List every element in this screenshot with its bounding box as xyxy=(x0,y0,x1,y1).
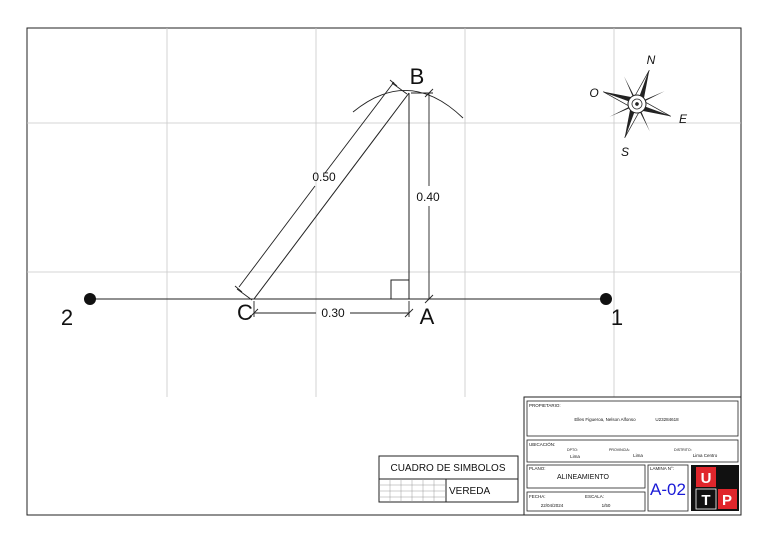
dimension-cb-label: 0.50 xyxy=(312,170,336,184)
location-box xyxy=(526,439,739,463)
scale-value: 1/50 xyxy=(602,503,611,508)
sheet-number: A-02 xyxy=(650,480,686,499)
compass-rose-icon xyxy=(603,70,671,138)
date-value: 22/04/2024 xyxy=(541,503,564,508)
compass-south-label: S xyxy=(621,145,629,159)
point-2-marker xyxy=(84,293,96,305)
symbols-table: CUADRO DE SIMBOLOS VEREDA xyxy=(378,455,519,503)
owner-box xyxy=(526,400,739,437)
plan-label: PLANO: xyxy=(529,466,546,471)
distrito-value: Lima Centro xyxy=(693,453,718,458)
dpto-value: Lima xyxy=(570,454,580,459)
date-label: FECHA: xyxy=(529,494,546,499)
compass-north-label: N xyxy=(647,53,656,67)
provincia-label: PROVINCIA: xyxy=(609,448,630,452)
point-c-label: C xyxy=(237,300,253,325)
plan-value: ALINEAMIENTO xyxy=(557,474,610,481)
dimension-ab xyxy=(411,88,434,304)
date-scale-box xyxy=(526,491,646,512)
scale-label: ESCALA: xyxy=(585,494,604,499)
dimension-ca xyxy=(249,301,414,318)
compass-east-label: E xyxy=(679,112,688,126)
sheet-border xyxy=(26,27,742,516)
point-a-label: A xyxy=(420,304,435,329)
compass-west-label: O xyxy=(589,86,598,100)
title-block: PROPIETARIO: Elles Figueroa, Nelson Alfo… xyxy=(523,396,742,516)
point-1-label: 1 xyxy=(611,305,623,330)
right-angle-marker xyxy=(390,279,409,299)
dimension-ab-label: 0.40 xyxy=(416,190,440,204)
segment-cb xyxy=(253,92,410,300)
dimension-cb xyxy=(234,79,408,301)
vereda-hatch-swatch xyxy=(379,479,446,502)
grid xyxy=(27,28,741,397)
dimension-ca-label: 0.30 xyxy=(321,306,345,320)
point-2-label: 2 xyxy=(61,305,73,330)
provincia-value: Lima xyxy=(633,453,643,458)
plan-box xyxy=(526,464,646,489)
utp-logo: U T P xyxy=(691,465,739,511)
owner-label: PROPIETARIO: xyxy=(529,403,561,408)
symbols-vereda-label: VEREDA xyxy=(449,486,490,497)
owner-code: U23284618 xyxy=(655,417,679,422)
utp-logo-u: U xyxy=(701,470,712,487)
utp-logo-t: T xyxy=(701,492,710,509)
point-b-label: B xyxy=(410,64,425,89)
location-label: UBICACIÓN: xyxy=(529,441,555,447)
sheet-number-box xyxy=(647,464,689,512)
distrito-label: DISTRITO: xyxy=(674,448,692,452)
point-1-marker xyxy=(600,293,612,305)
sheet-number-label: LAMINA N°: xyxy=(650,466,674,471)
symbols-title: CUADRO DE SIMBOLOS xyxy=(390,463,505,474)
owner-name: Elles Figueroa, Nelson Alfonso xyxy=(574,417,636,422)
arc-at-b xyxy=(352,90,464,119)
utp-logo-p: P xyxy=(722,492,732,509)
dpto-label: DPTO: xyxy=(567,448,578,452)
